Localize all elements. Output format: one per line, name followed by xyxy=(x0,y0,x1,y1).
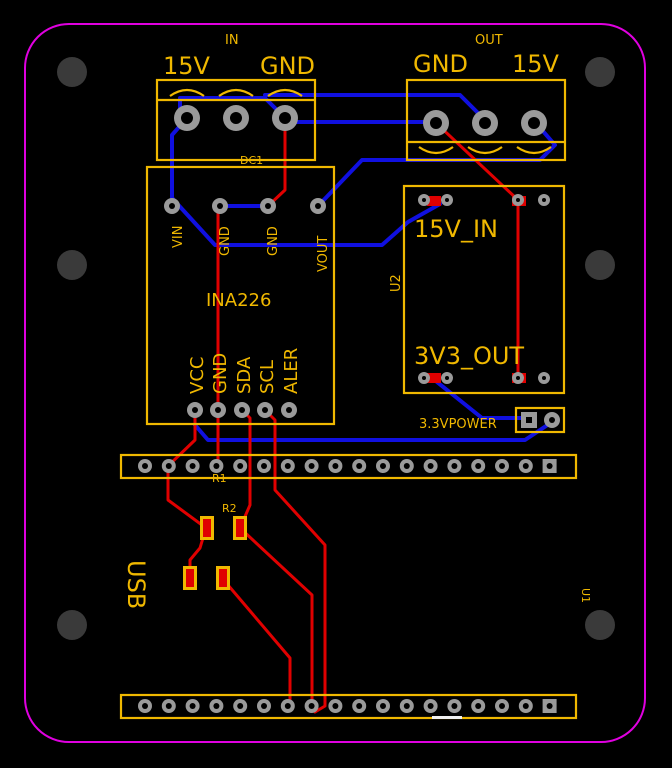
trace-scl xyxy=(263,408,327,714)
connector-in-gnd: GND xyxy=(260,52,315,80)
header-pin-hole xyxy=(451,463,458,469)
connector-out-15v: 15V xyxy=(512,50,560,78)
header-pin-hole xyxy=(142,463,148,469)
ina-pin-vin: VIN xyxy=(171,226,186,248)
regulator-in-label: 15V_IN xyxy=(414,215,498,243)
u1-label: U1 xyxy=(579,588,592,603)
header-pin-hole xyxy=(356,703,363,709)
header-pin-hole xyxy=(308,463,315,469)
ina-pin-gnd-3: GND xyxy=(210,353,231,394)
output-connector: OUT GND 15V xyxy=(405,33,567,162)
mounting-hole xyxy=(57,250,87,280)
silk-mark xyxy=(432,716,462,719)
ina-pin-aler: ALER xyxy=(281,348,302,394)
power-header-label: 3.3VPOWER xyxy=(419,417,497,432)
board-outline xyxy=(24,23,646,743)
header-pin-hole xyxy=(142,703,148,709)
ina226-name: INA226 xyxy=(206,290,271,311)
header-pin-hole xyxy=(499,463,505,469)
ina-pin-scl: SCL xyxy=(257,360,278,394)
trace-3v3 xyxy=(430,376,530,420)
ina-pin-vcc: VCC xyxy=(187,357,208,394)
header-pin-hole xyxy=(165,703,172,709)
resistor-r2-label: R2 xyxy=(222,502,237,515)
header-pin-hole xyxy=(475,463,482,469)
header-pin-hole xyxy=(237,703,244,709)
mounting-hole xyxy=(585,250,615,280)
trace-r2-to-pin xyxy=(220,576,292,708)
header-pin-hole xyxy=(261,703,267,709)
header-pin-hole xyxy=(546,703,553,709)
header-pin-hole xyxy=(237,463,244,469)
header-pin-hole xyxy=(284,463,291,469)
header-pin-hole xyxy=(189,703,196,709)
top-pin-header xyxy=(119,453,578,480)
ina-pin-vout: VOUT xyxy=(316,236,331,272)
header-pin-hole xyxy=(380,463,386,469)
regulator-u2: U2 15V_IN 3V3_OUT xyxy=(389,184,566,395)
ina-pin-gnd-2: GND xyxy=(266,226,281,256)
header-pin-hole xyxy=(189,463,196,469)
header-pin-hole xyxy=(403,703,410,709)
header-pin-hole xyxy=(427,703,434,709)
header-pin-hole xyxy=(213,463,220,469)
connector-in-15v: 15V xyxy=(163,52,211,80)
header-pin-hole xyxy=(427,463,434,469)
header-pin-hole xyxy=(308,703,315,709)
regulator-ref: U2 xyxy=(389,274,404,292)
regulator-out-label: 3V3_OUT xyxy=(414,342,524,370)
resistor-pads: R1 R2 xyxy=(183,472,247,590)
mounting-holes xyxy=(57,57,615,640)
ina-pin-sda: SDA xyxy=(234,356,255,394)
bottom-pin-header xyxy=(119,693,578,720)
header-pin-hole xyxy=(165,463,172,469)
header-pin-hole xyxy=(261,463,267,469)
header-pin-hole xyxy=(332,463,339,469)
connector-out-title: OUT xyxy=(475,33,503,48)
mounting-hole xyxy=(585,57,615,87)
header-pin-hole xyxy=(522,463,529,469)
trace-gnd-in xyxy=(266,116,287,208)
ina226-module: INA226 VIN GND GND VOUT VCC GND SDA SCL … xyxy=(145,165,336,426)
power-header: 3.3VPOWER xyxy=(419,406,566,434)
trace-gnd-to-out xyxy=(263,93,482,117)
mounting-hole xyxy=(57,610,87,640)
input-connector: IN 15V GND DC1 xyxy=(155,33,317,167)
ina-pin-gnd-1: GND xyxy=(218,226,233,256)
header-pin-hole xyxy=(332,703,339,709)
header-pin-hole xyxy=(356,463,363,469)
connector-in-ref: DC1 xyxy=(240,154,263,167)
header-pin-hole xyxy=(213,703,220,709)
header-pin-hole xyxy=(546,463,553,469)
header-pin-hole xyxy=(475,703,482,709)
mounting-hole xyxy=(585,610,615,640)
connector-out-gnd: GND xyxy=(413,50,468,78)
header-pin-hole xyxy=(380,703,386,709)
connector-in-title: IN xyxy=(225,33,239,48)
header-pin-hole xyxy=(403,463,410,469)
header-pin-hole xyxy=(451,703,458,709)
trace-sda-long xyxy=(238,526,314,708)
header-pin-hole xyxy=(284,703,291,709)
trace-vin-input xyxy=(170,116,442,247)
mounting-hole xyxy=(57,57,87,87)
header-pin-hole xyxy=(522,703,529,709)
usb-label: USB xyxy=(122,560,150,609)
header-pin-hole xyxy=(499,703,505,709)
resistor-r1-label: R1 xyxy=(212,472,227,485)
